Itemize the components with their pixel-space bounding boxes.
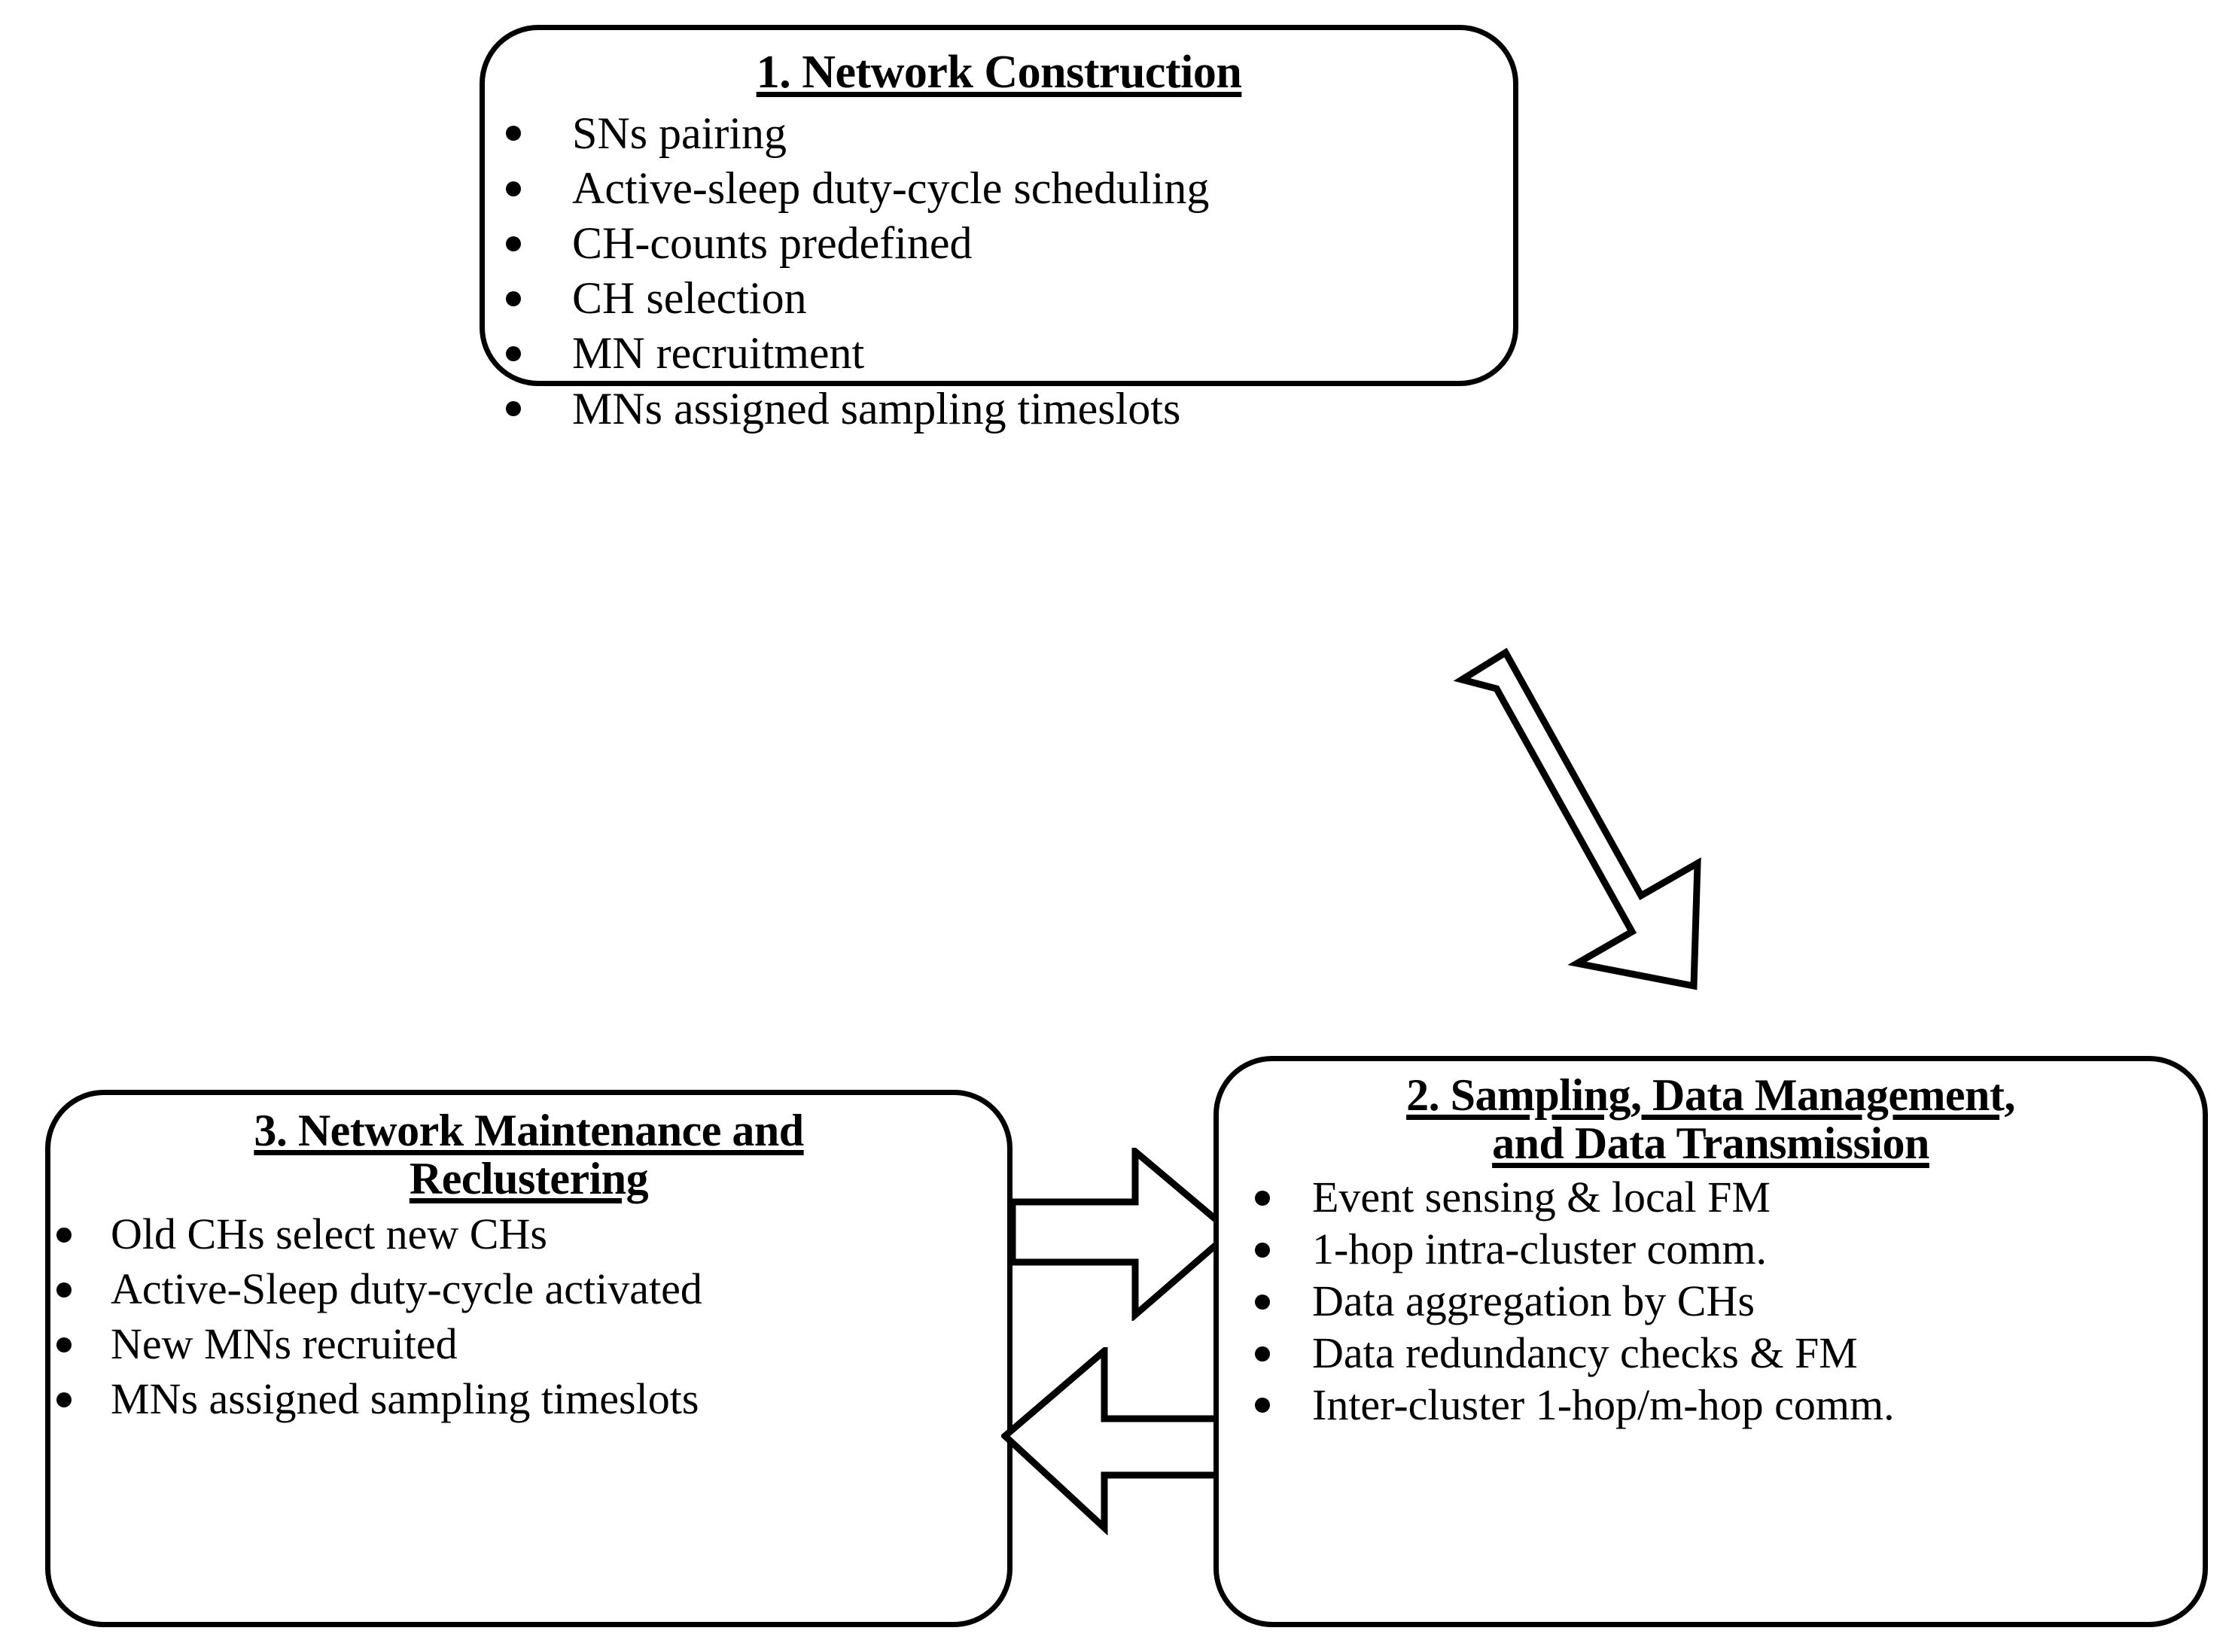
box2-item-3: Data redundancy checks & FM — [1312, 1328, 1858, 1378]
bullet-icon — [56, 1282, 72, 1298]
list-item: MNs assigned sampling timeslots — [56, 1374, 1007, 1424]
box1-bullet-list: SNs pairing Active-sleep duty-cycle sche… — [485, 108, 1513, 434]
list-item: Event sensing & local FM — [1255, 1173, 2203, 1222]
list-item: MNs assigned sampling timeslots — [506, 384, 1513, 434]
bullet-icon — [506, 291, 521, 306]
box1-item-1: Active-sleep duty-cycle scheduling — [572, 163, 1210, 213]
box1-item-0: SNs pairing — [572, 108, 787, 158]
bullet-icon — [1255, 1398, 1270, 1413]
box3-item-1: Active-Sleep duty-cycle activated — [111, 1264, 702, 1314]
box3-item-0: Old CHs select new CHs — [111, 1209, 547, 1259]
box2-item-2: Data aggregation by CHs — [1312, 1276, 1755, 1326]
box2-bullet-list: Event sensing & local FM 1-hop intra-clu… — [1219, 1173, 2203, 1430]
box2-item-1: 1-hop intra-cluster comm. — [1312, 1225, 1767, 1274]
list-item: Active-sleep duty-cycle scheduling — [506, 163, 1513, 214]
box3-item-3: MNs assigned sampling timeslots — [111, 1374, 699, 1424]
box1-item-2: CH-counts predefined — [572, 218, 973, 269]
box-network-maintenance-reclustering: 3. Network Maintenance and Reclustering … — [45, 1090, 1012, 1627]
bullet-icon — [56, 1392, 72, 1407]
list-item: CH-counts predefined — [506, 218, 1513, 269]
list-item: SNs pairing — [506, 108, 1513, 159]
box2-item-4: Inter-cluster 1-hop/m-hop comm. — [1312, 1380, 1895, 1429]
bullet-icon — [506, 236, 521, 251]
bullet-icon — [56, 1227, 72, 1243]
box1-title: 1. Network Construction — [485, 47, 1513, 98]
list-item: Old CHs select new CHs — [56, 1209, 1007, 1259]
bullet-icon — [506, 401, 521, 417]
list-item: New MNs recruited — [56, 1319, 1007, 1369]
box1-item-3: CH selection — [572, 273, 807, 324]
box-network-construction: 1. Network Construction SNs pairing Acti… — [480, 25, 1518, 434]
box2-title: 2. Sampling, Data Management, and Data T… — [1219, 1070, 2203, 1168]
bullet-icon — [506, 126, 521, 141]
bullet-icon — [1255, 1242, 1270, 1258]
box3-item-2: New MNs recruited — [111, 1319, 458, 1369]
list-item: CH selection — [506, 273, 1513, 324]
bullet-icon — [1255, 1346, 1270, 1361]
box3-title: 3. Network Maintenance and Reclustering — [50, 1106, 1007, 1203]
box1-item-4: MN recruitment — [572, 328, 865, 379]
arrow-left-box2-to-box3 — [1001, 1347, 1231, 1535]
list-item: Active-Sleep duty-cycle activated — [56, 1264, 1007, 1314]
arrow-diagonal-box1-to-box2 — [1453, 647, 1701, 990]
box3-title-line-2: Reclustering — [409, 1153, 649, 1203]
box2-title-line-2: and Data Transmission — [1492, 1118, 1929, 1168]
bullet-icon — [1255, 1190, 1270, 1206]
box2-title-line-1: 2. Sampling, Data Management, — [1406, 1070, 2015, 1120]
list-item: MN recruitment — [506, 328, 1513, 379]
list-item: Data redundancy checks & FM — [1255, 1328, 2203, 1378]
list-item: Data aggregation by CHs — [1255, 1276, 2203, 1326]
box2-item-0: Event sensing & local FM — [1312, 1173, 1771, 1222]
bullet-icon — [506, 346, 521, 362]
bullet-icon — [506, 181, 521, 196]
box-sampling-data-management-transmission: 2. Sampling, Data Management, and Data T… — [1213, 1056, 2208, 1627]
bullet-icon — [1255, 1294, 1270, 1310]
list-item: Inter-cluster 1-hop/m-hop comm. — [1255, 1380, 2203, 1430]
box1-item-5: MNs assigned sampling timeslots — [572, 383, 1181, 434]
bullet-icon — [56, 1337, 72, 1352]
arrow-right-box3-to-box2 — [1009, 1148, 1235, 1321]
box3-title-line-1: 3. Network Maintenance and — [254, 1106, 804, 1155]
box3-bullet-list: Old CHs select new CHs Active-Sleep duty… — [50, 1209, 1007, 1424]
box1-title-line-1: 1. Network Construction — [756, 47, 1242, 98]
list-item: 1-hop intra-cluster comm. — [1255, 1225, 2203, 1274]
